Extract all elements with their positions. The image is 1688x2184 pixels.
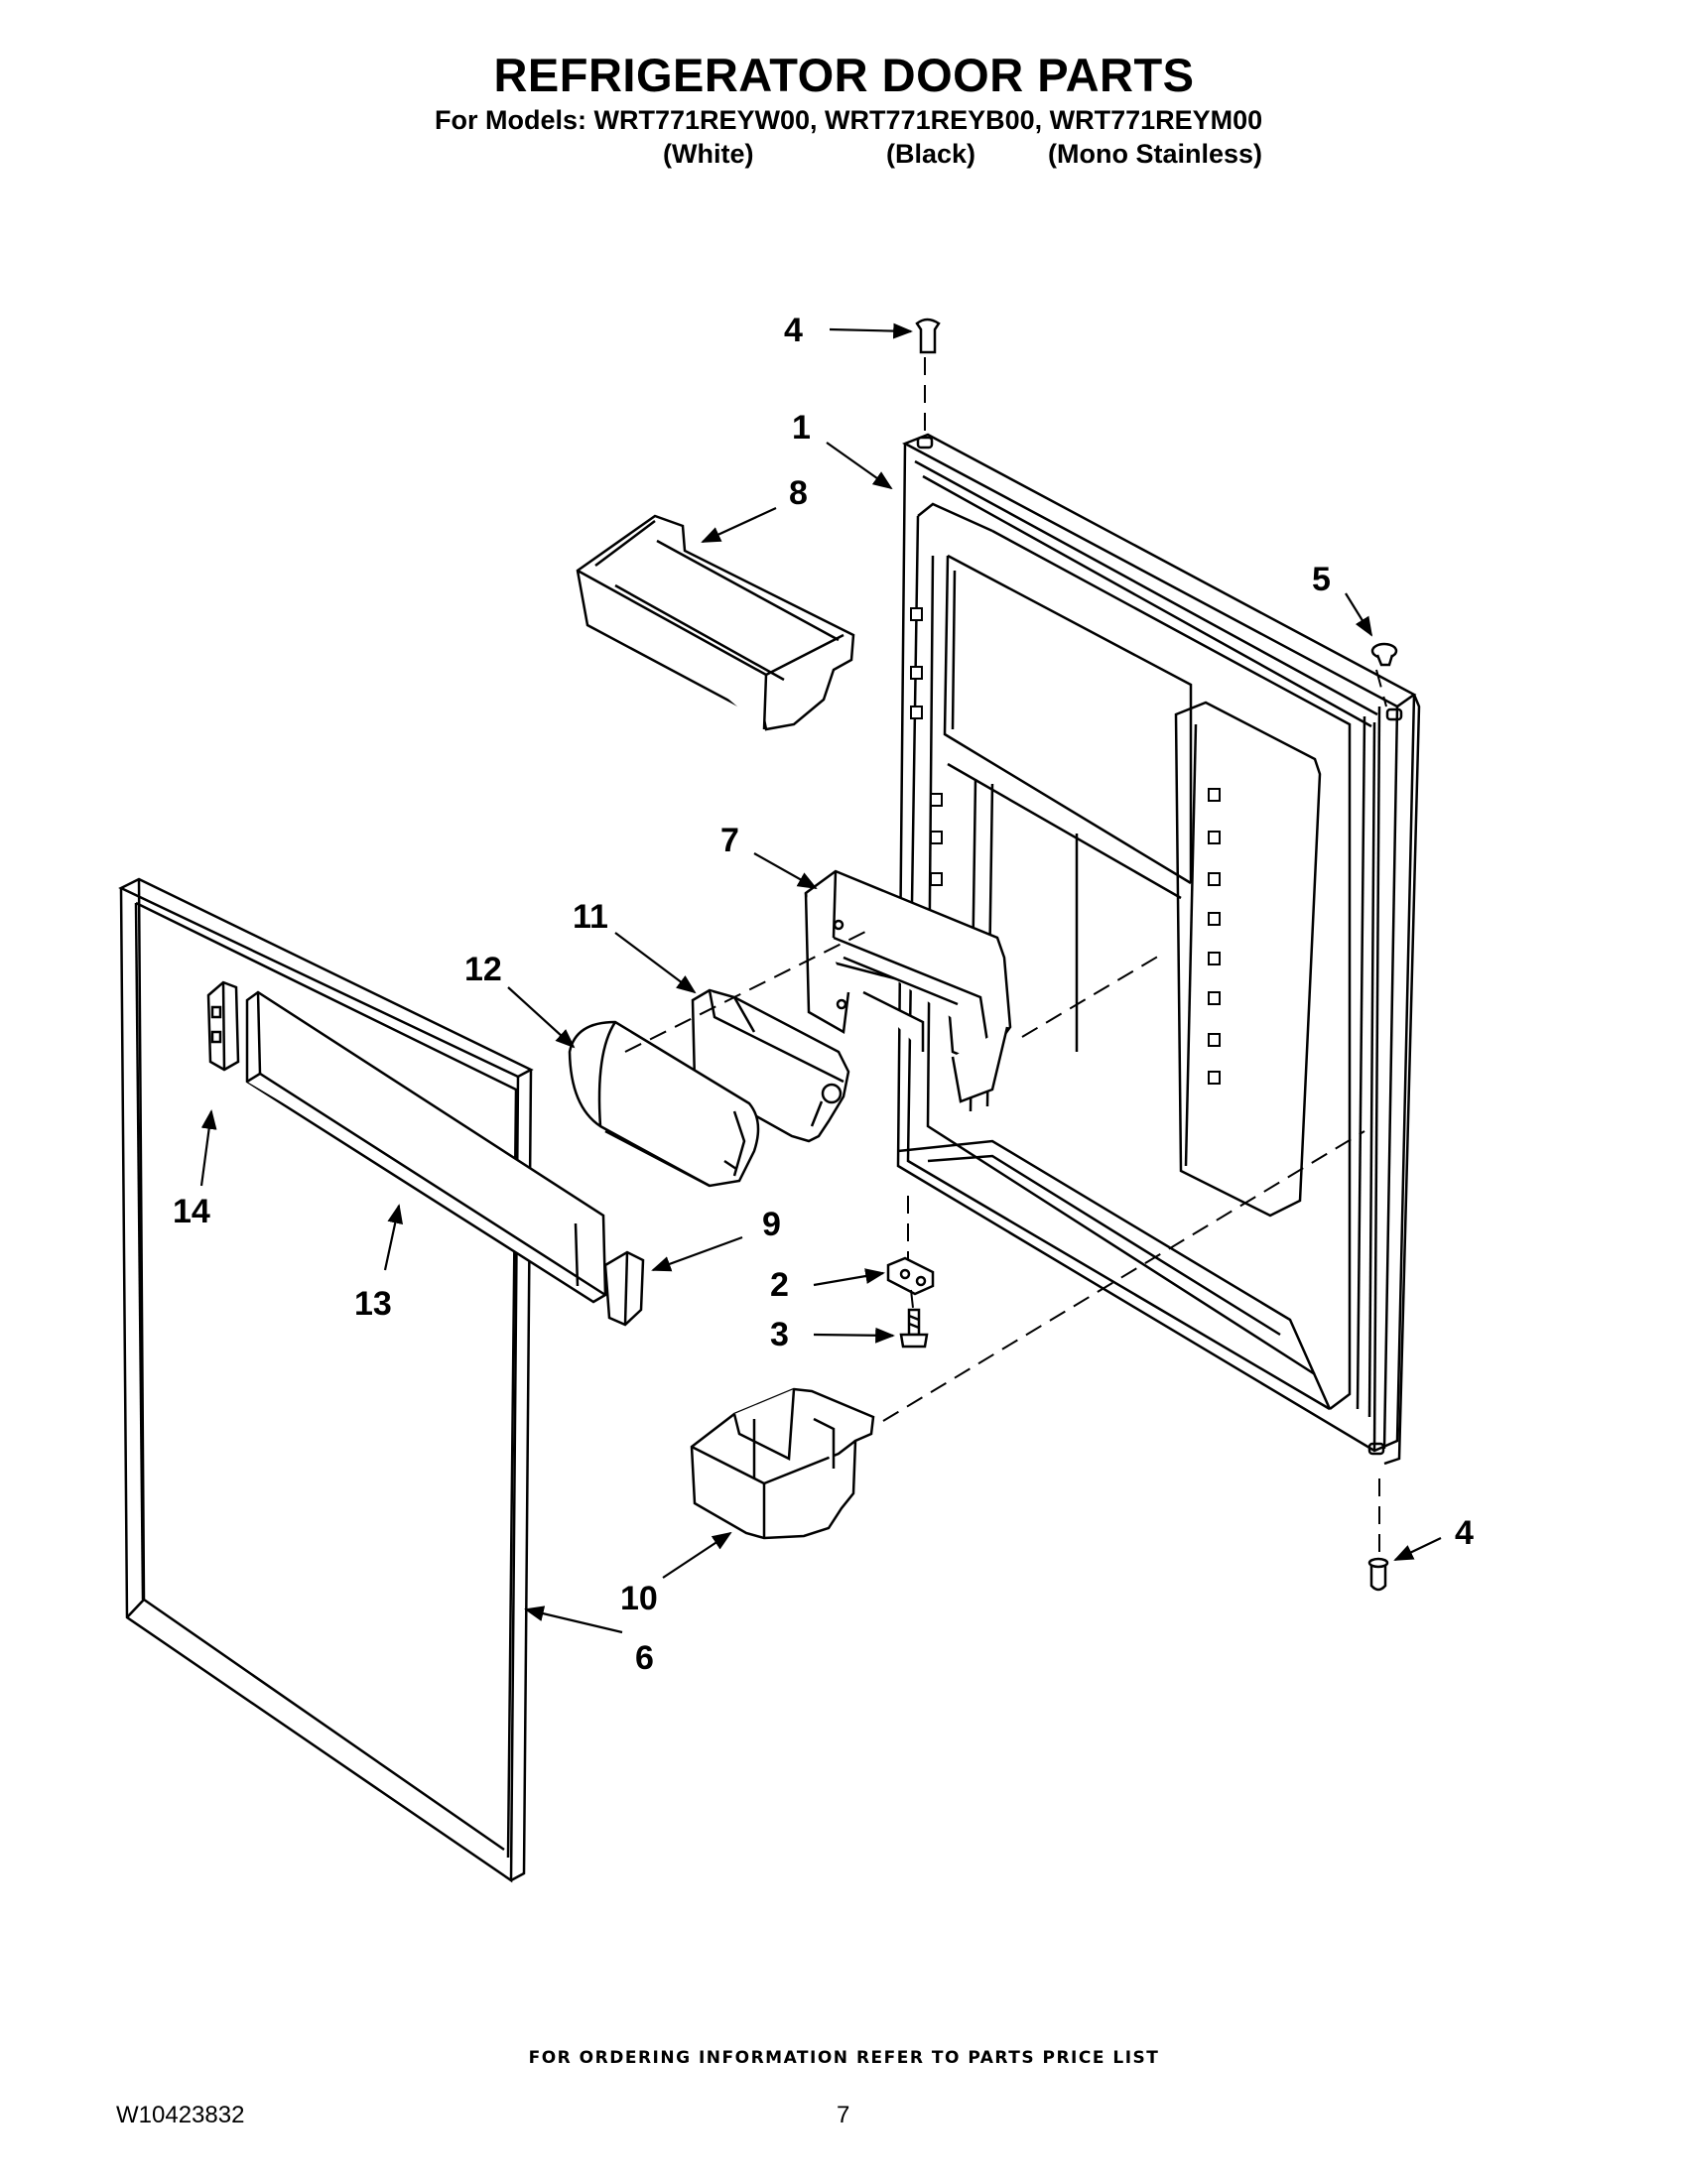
rail-end-cap-left-part xyxy=(206,980,240,1072)
callout-13: 13 xyxy=(354,1285,392,1323)
callout-3: 3 xyxy=(770,1316,789,1353)
variant-black: (Black) xyxy=(886,139,976,169)
callout-4-bottom: 4 xyxy=(1455,1514,1474,1552)
callout-11: 11 xyxy=(573,898,608,936)
hinge-cap-part xyxy=(1370,642,1398,667)
models-line: For Models: WRT771REYW00, WRT771REYB00, … xyxy=(435,105,1263,135)
callout-5: 5 xyxy=(1312,561,1331,598)
assembly-dashed-lines xyxy=(624,357,1387,1553)
door-gasket-part xyxy=(118,877,534,1883)
document-number: W10423832 xyxy=(116,2102,245,2128)
callout-6: 6 xyxy=(635,1639,654,1677)
callout-14: 14 xyxy=(173,1193,210,1230)
refrigerator-door-part xyxy=(896,433,1421,1466)
hinge-bracket-part xyxy=(886,1256,935,1296)
callout-1: 1 xyxy=(792,409,811,447)
page-title: REFRIGERATOR DOOR PARTS xyxy=(493,49,1195,101)
upper-door-bin-part xyxy=(576,514,855,731)
hinge-plug-top-part xyxy=(915,318,941,354)
dairy-bin-part xyxy=(691,988,850,1143)
hinge-screw-part xyxy=(899,1308,929,1349)
callout-7: 7 xyxy=(720,822,739,859)
door-shelf-rail-part xyxy=(245,990,607,1304)
hinge-plug-bottom-part xyxy=(1367,1557,1389,1592)
callout-10: 10 xyxy=(620,1580,658,1617)
callout-4-top: 4 xyxy=(784,312,803,349)
callout-2: 2 xyxy=(770,1266,789,1304)
dairy-compartment-part xyxy=(804,869,1012,1103)
lower-door-bin-part xyxy=(690,1387,875,1540)
rail-end-cap-right-part xyxy=(603,1250,645,1327)
variant-mono-stainless: (Mono Stainless) xyxy=(1048,139,1263,169)
page-number: 7 xyxy=(837,2102,850,2128)
callout-8: 8 xyxy=(789,474,808,512)
ordering-note: FOR ORDERING INFORMATION REFER TO PARTS … xyxy=(528,2048,1160,2068)
callout-12: 12 xyxy=(464,951,502,988)
callout-9: 9 xyxy=(762,1206,781,1243)
dairy-door-part xyxy=(568,1020,760,1188)
callout-leaders xyxy=(199,322,1442,1634)
variant-white: (White) xyxy=(663,139,754,169)
shelf-cleats xyxy=(910,607,1221,1085)
